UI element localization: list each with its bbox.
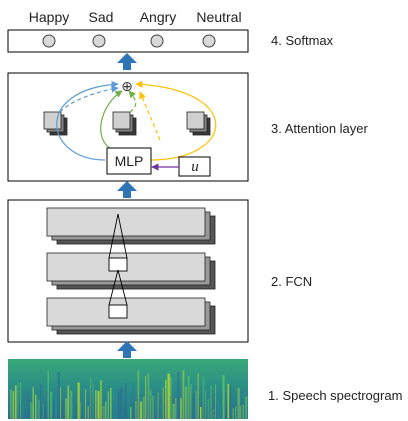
mlp-label: MLP <box>115 153 144 169</box>
green-dashed-arrow <box>128 90 137 113</box>
class-label-happy: Happy <box>29 9 69 25</box>
attention-stage-label: 3. Attention layer <box>271 121 369 136</box>
green-solid-arrow <box>100 90 123 151</box>
softmax-node-sad <box>92 34 106 48</box>
blue-dashed-arrow <box>59 85 119 113</box>
cone-lower-left <box>108 269 119 306</box>
blue-solid-arrow <box>56 80 119 161</box>
softmax-box <box>7 29 249 53</box>
feature-stack-left <box>43 111 68 136</box>
cone-upper-left <box>108 213 119 259</box>
cone-upper-right <box>117 213 128 259</box>
softmax-stage-label: 4. Softmax <box>271 33 334 48</box>
softmax-node-happy <box>42 34 56 48</box>
yellow-dashed-arrow <box>139 91 161 141</box>
feature-stack-middle <box>112 111 137 136</box>
class-label-angry: Angry <box>140 9 177 25</box>
flow-arrow-attention-to-softmax <box>117 53 137 70</box>
cone-lower-right <box>117 269 128 306</box>
fcn-layer-bottom <box>46 297 216 335</box>
receptive-field-upper <box>108 257 128 272</box>
class-label-neutral: Neutral <box>196 9 241 25</box>
fcn-layer-middle <box>46 252 216 290</box>
spectrogram-stage-label: 1. Speech spectrogram <box>268 388 402 403</box>
softmax-node-neutral <box>202 34 216 48</box>
flow-arrow-fcn-to-attention <box>117 181 137 198</box>
sum-node: ⊕ <box>121 78 133 94</box>
flow-arrow-spectrogram-to-fcn <box>117 341 137 358</box>
fcn-stage-label: 2. FCN <box>271 274 312 289</box>
feature-stack-right <box>186 111 211 136</box>
softmax-node-angry <box>150 34 164 48</box>
fcn-layer-top <box>46 207 216 245</box>
receptive-field-lower <box>108 304 128 319</box>
context-vector-label: u <box>191 159 199 175</box>
spectrogram-image <box>8 359 248 419</box>
mlp-box <box>106 147 152 175</box>
class-label-sad: Sad <box>89 9 114 25</box>
